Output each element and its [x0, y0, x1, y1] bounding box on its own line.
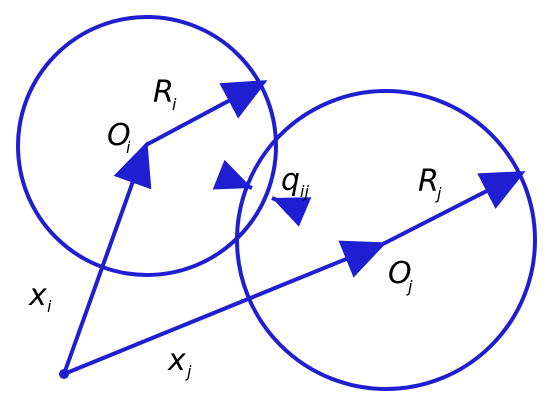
overlap-arrow-left: [212, 159, 253, 190]
label-qij-sub: ij: [300, 182, 309, 201]
label-rj-sub: j: [435, 184, 442, 203]
label-rj-main: R: [418, 164, 439, 199]
label-xj-sub: j: [185, 362, 192, 381]
label-xi: x i: [28, 278, 52, 316]
label-ri-main: R: [153, 75, 174, 110]
overlap-arrow-right: [271, 196, 312, 227]
label-ri: R i: [153, 75, 178, 114]
label-oi-main: O: [107, 118, 131, 153]
label-oi: O i: [107, 118, 135, 157]
label-xi-main: x: [28, 278, 47, 313]
circle-i: [16, 15, 278, 277]
vector-rj: [382, 171, 526, 246]
label-ri-sub: i: [172, 95, 177, 114]
label-xj: x j: [167, 343, 192, 381]
label-qij-main: q: [281, 163, 300, 198]
label-oi-sub: i: [126, 138, 131, 157]
label-xj-main: x: [167, 343, 186, 378]
vector-ri: [145, 80, 268, 147]
label-qij: q ij: [281, 163, 309, 201]
label-oj-sub: j: [406, 277, 413, 296]
vector-xj: [63, 240, 387, 376]
vector-xi: [62, 141, 152, 375]
label-rj: R j: [418, 164, 443, 203]
label-xi-sub: i: [47, 297, 52, 316]
label-oj-main: O: [388, 256, 412, 291]
label-oj: O j: [388, 256, 416, 296]
circle-j: [235, 89, 537, 391]
